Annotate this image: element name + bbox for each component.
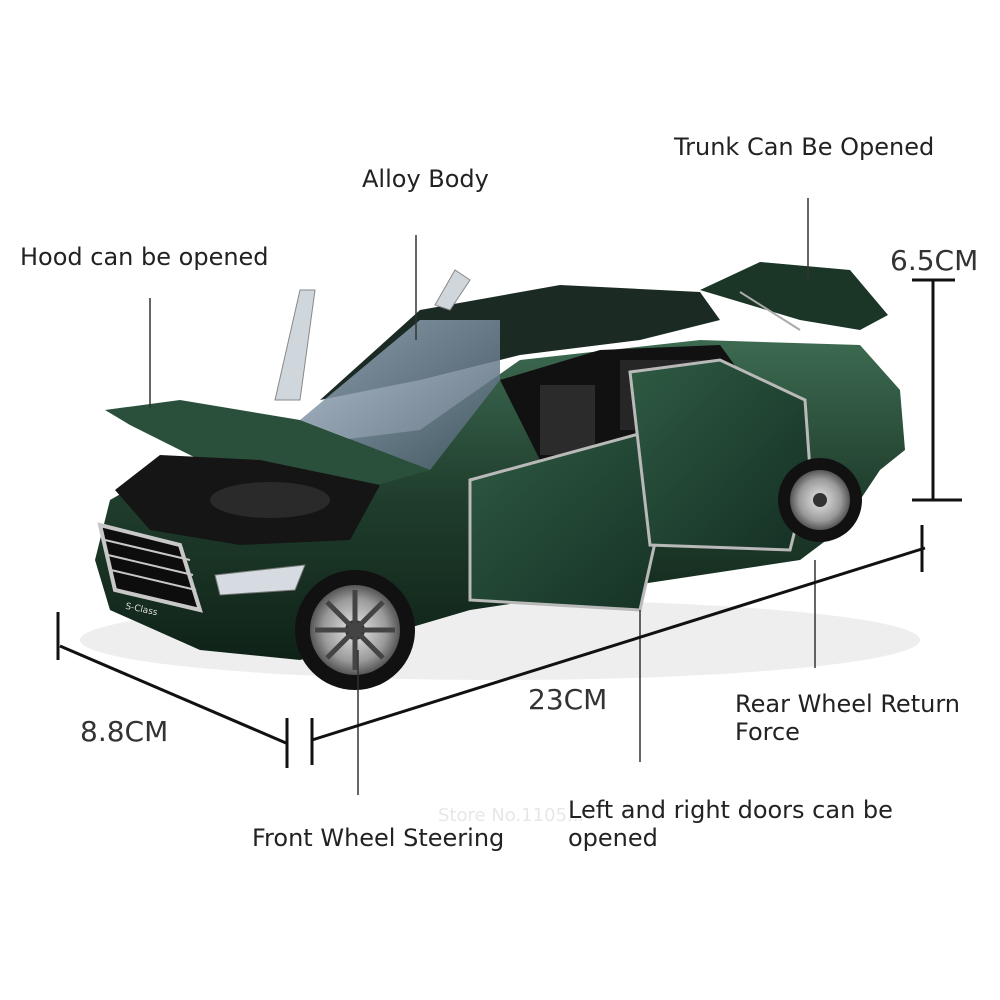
- store-watermark: Store No.1105...: [438, 805, 585, 826]
- grille: [97, 522, 203, 613]
- callout-lines: [149, 198, 816, 795]
- front-wheel: [295, 570, 415, 690]
- left-rear-door: [434, 269, 471, 311]
- trunk-callout: Trunk Can Be Opened: [674, 133, 935, 161]
- left-door: [274, 289, 316, 401]
- hood-callout: Hood can be opened: [20, 243, 269, 271]
- hood: [105, 400, 430, 490]
- body-callout: Alloy Body: [362, 165, 489, 193]
- height-dimension: 6.5CM: [890, 244, 979, 277]
- doors-callout: Left and right doors can be opened: [568, 796, 893, 852]
- length-dimension: 23CM: [528, 683, 608, 716]
- trunk-strut: [739, 291, 801, 331]
- rear-wheel-callout: Rear Wheel Return Force: [735, 690, 960, 746]
- grille-bars: [104, 539, 197, 591]
- rear-wheel: [778, 458, 862, 542]
- front-seat: [540, 385, 595, 455]
- trunk-lid: [700, 262, 888, 330]
- front-wheel-callout: Front Wheel Steering: [252, 824, 505, 852]
- dimension-lines: [56, 278, 962, 768]
- width-dimension: 8.8CM: [80, 715, 169, 748]
- rear-door: [628, 358, 812, 552]
- windshield: [300, 320, 500, 470]
- headlight: [214, 564, 306, 596]
